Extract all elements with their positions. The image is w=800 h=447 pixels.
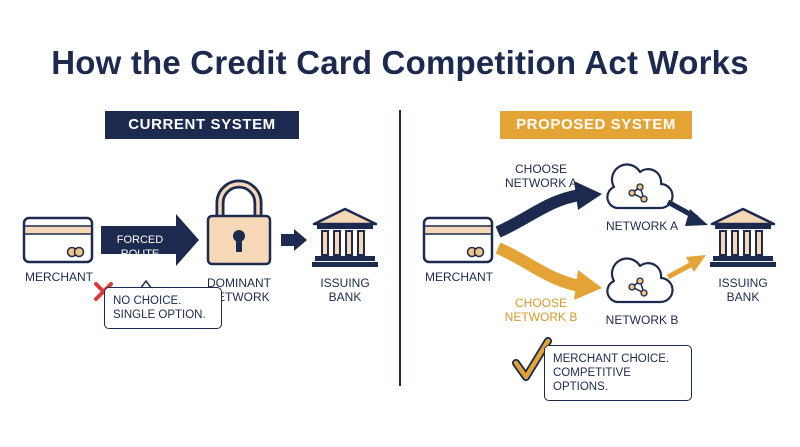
network-a-to-bank-arrow bbox=[666, 199, 708, 226]
bank-icon bbox=[312, 207, 378, 267]
network-b-cloud-icon bbox=[606, 257, 674, 304]
forced-route-arrow bbox=[101, 214, 199, 266]
page-title: How the Credit Card Competition Act Work… bbox=[51, 44, 749, 81]
forced-route-label: FORCED ROUTE bbox=[116, 234, 164, 260]
choose-network-a-label: CHOOSE NETWORK A bbox=[504, 162, 577, 190]
network-b-to-bank-arrow bbox=[666, 255, 706, 280]
proposed-issuing-bank-label: ISSUING BANK bbox=[718, 276, 768, 304]
section-divider bbox=[399, 110, 401, 386]
arrow-to-bank-icon bbox=[281, 229, 307, 251]
merchant-choice-check-icon bbox=[512, 337, 552, 381]
lock-icon bbox=[206, 179, 272, 266]
choose-network-a-arrow bbox=[495, 181, 602, 238]
choose-network-b-arrow bbox=[495, 242, 602, 300]
current-system-heading: CURRENT SYSTEM bbox=[105, 111, 299, 139]
merchant-choice-note: MERCHANT CHOICE. COMPETITIVE OPTIONS. bbox=[544, 345, 692, 401]
proposed-merchant-label: MERCHANT bbox=[425, 270, 493, 284]
bank-icon-proposed bbox=[710, 207, 776, 267]
credit-card-icon-proposed bbox=[422, 216, 494, 264]
credit-card-icon bbox=[22, 216, 94, 264]
proposed-system-heading: PROPOSED SYSTEM bbox=[500, 111, 692, 139]
network-a-cloud-icon bbox=[606, 163, 674, 210]
current-merchant-label: MERCHANT bbox=[25, 270, 93, 284]
network-b-label: NETWORK B bbox=[605, 313, 679, 327]
dominant-network-label: DOMINANT NETWORK bbox=[207, 276, 271, 304]
current-issuing-bank-label: ISSUING BANK bbox=[320, 276, 370, 304]
no-choice-note: NO CHOICE. SINGLE OPTION. bbox=[104, 287, 222, 329]
network-a-label: NETWORK A bbox=[605, 219, 678, 233]
choose-network-b-label: CHOOSE NETWORK B bbox=[504, 296, 578, 324]
